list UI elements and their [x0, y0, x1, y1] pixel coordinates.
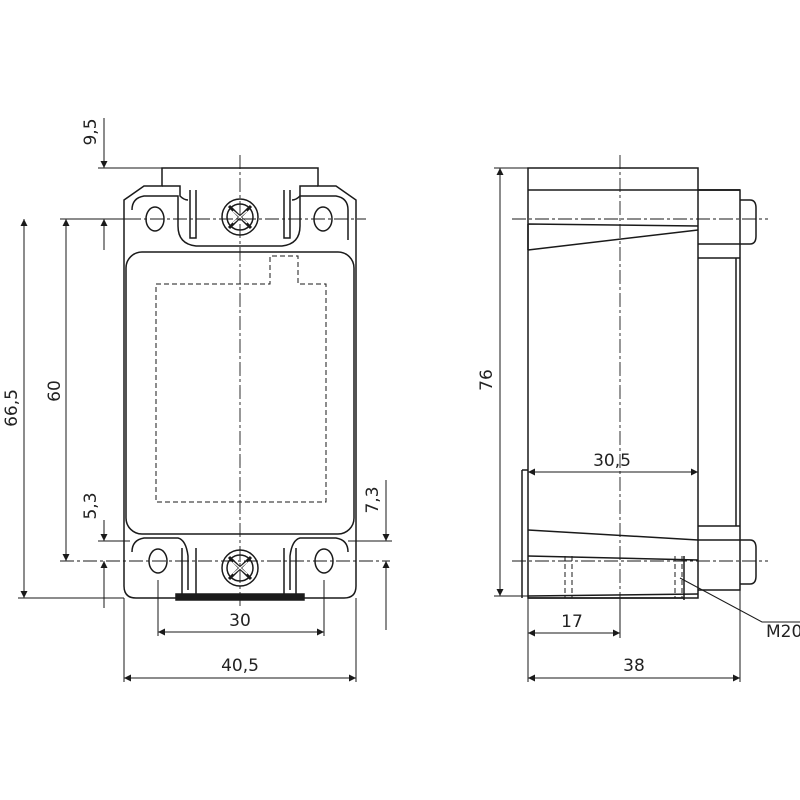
hidden-insert-outline — [155, 255, 327, 503]
front-top-tab-left — [162, 185, 189, 201]
side-center-lines — [512, 155, 768, 606]
front-lower-flange-outline — [131, 537, 349, 590]
dim-label-17: 17 — [561, 612, 583, 632]
dim-label-60: 60 — [45, 380, 65, 402]
dim-label-9-5: 9,5 — [81, 118, 101, 145]
side-mounting-plate — [698, 189, 741, 591]
thread-label-m20: M20 — [766, 622, 800, 642]
dim-label-30: 30 — [229, 611, 251, 631]
side-view — [521, 167, 757, 600]
side-upper-taper — [527, 223, 699, 251]
front-upper-flange-outline — [131, 195, 349, 247]
dim-label-5-3: 5,3 — [81, 492, 101, 519]
front-lower-recess-left — [181, 548, 197, 597]
front-view — [60, 155, 390, 606]
side-screw-head-bottom — [740, 539, 757, 585]
side-dimension-lines — [494, 167, 800, 682]
dim-label-7-3: 7,3 — [363, 486, 383, 513]
front-recess-right — [283, 190, 291, 239]
dim-label-76: 76 — [477, 369, 497, 391]
front-top-tab-right — [291, 185, 318, 201]
side-screw-head-top — [740, 199, 757, 245]
dim-label-66-5: 66,5 — [2, 389, 22, 427]
dim-label-40-5: 40,5 — [221, 656, 259, 676]
dim-label-30-5: 30,5 — [593, 451, 631, 471]
front-recess-left — [189, 190, 197, 239]
dim-label-38: 38 — [623, 656, 645, 676]
front-dimension-lines — [18, 118, 392, 682]
side-lower-taper — [527, 529, 699, 597]
side-hidden-lines — [564, 556, 683, 598]
